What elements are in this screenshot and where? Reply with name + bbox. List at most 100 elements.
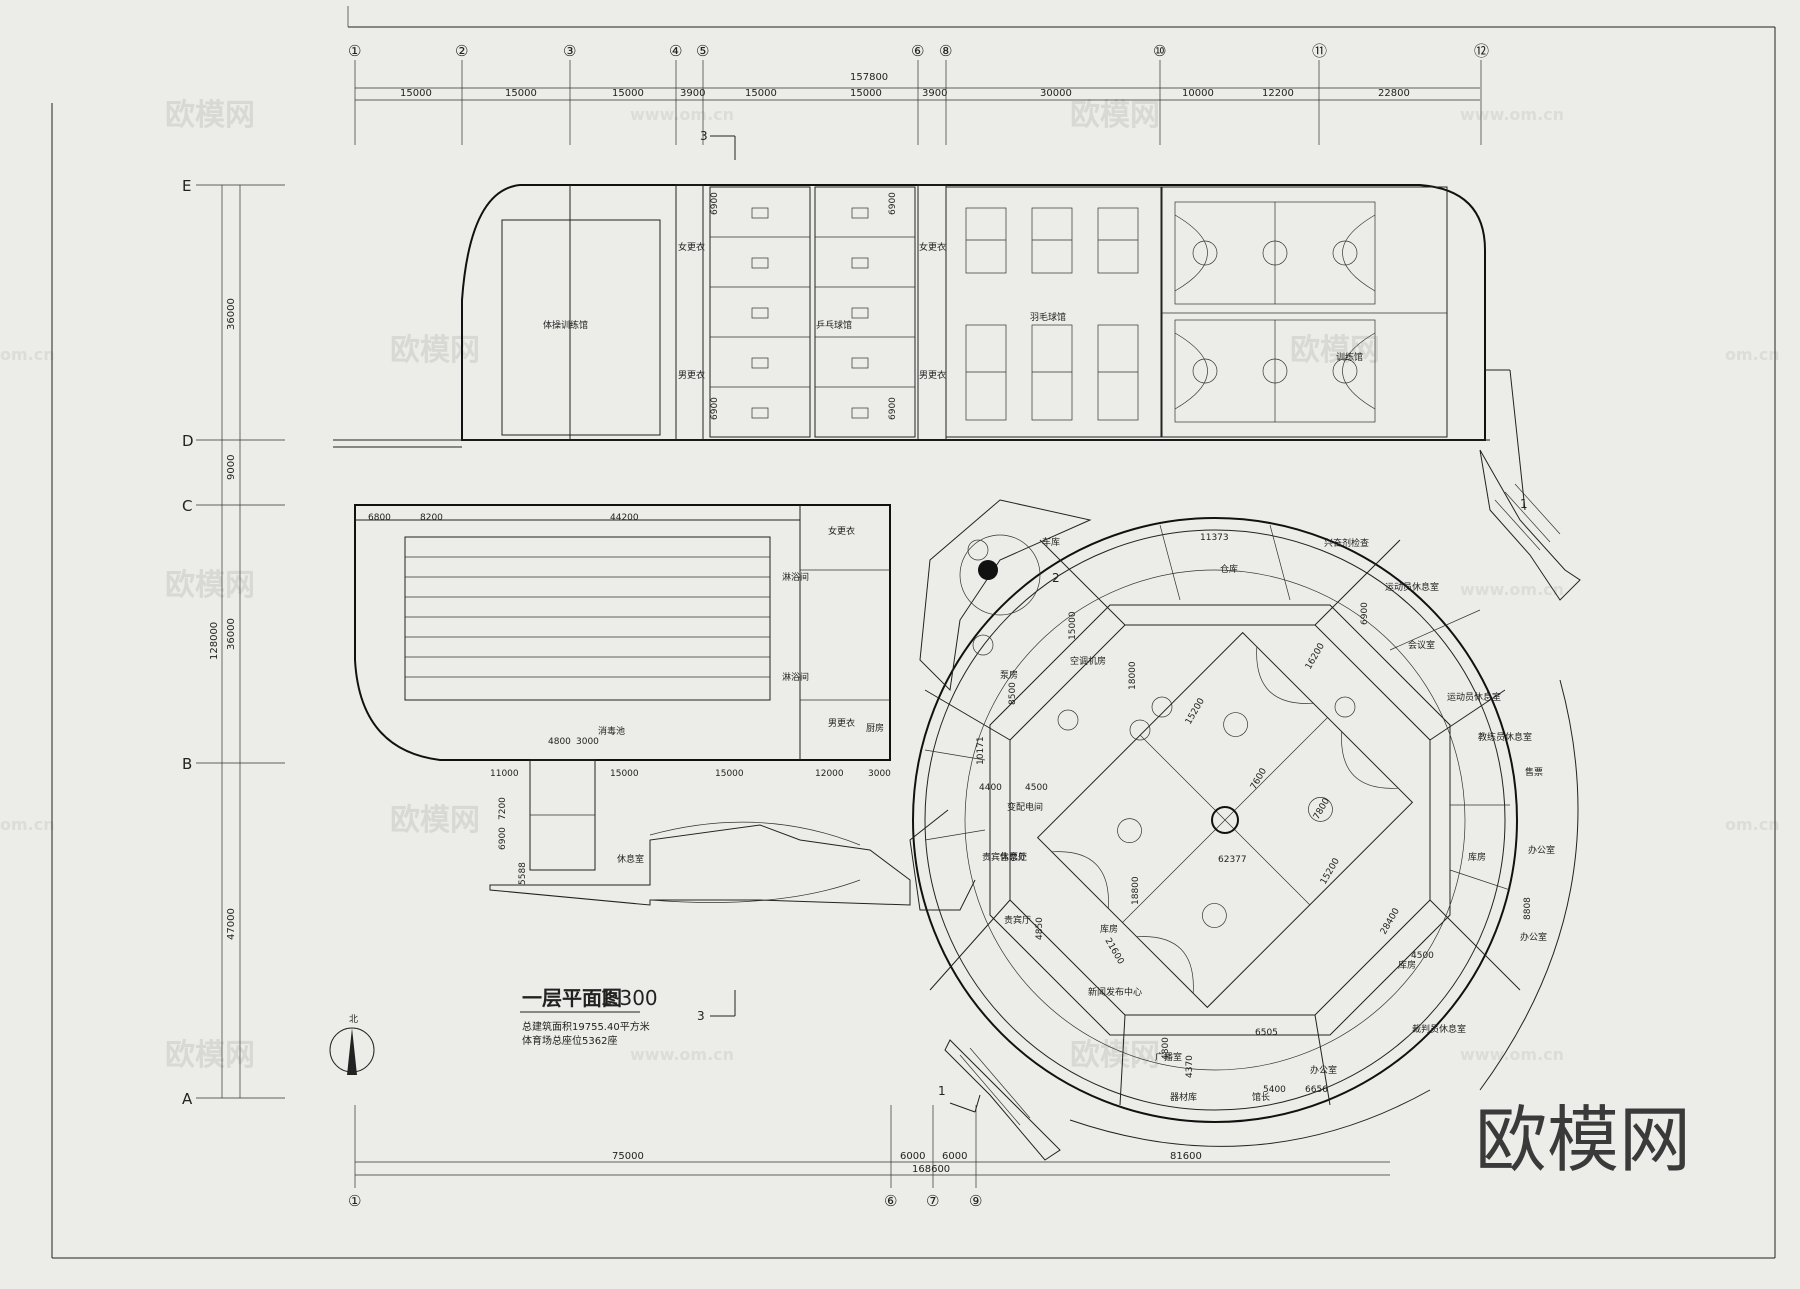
dim-label: 22800 bbox=[1378, 88, 1410, 99]
room-label: 淋浴间 bbox=[782, 671, 809, 683]
room-label: 羽毛球馆 bbox=[1030, 311, 1066, 323]
section-mark: 1 bbox=[938, 1084, 946, 1098]
axis-bubble: ⑥ bbox=[911, 42, 924, 60]
dim-label: 6505 bbox=[1255, 1028, 1278, 1038]
dim-label: 15000 bbox=[505, 88, 537, 99]
dim-label: 3000 bbox=[868, 769, 891, 779]
room-label: 男更衣 bbox=[828, 717, 855, 729]
room-label: 运动员休息室 bbox=[1447, 691, 1501, 703]
watermark: 欧模网 bbox=[1290, 333, 1380, 368]
dim-label: 18000 bbox=[1128, 661, 1138, 690]
dim-label: 15000 bbox=[400, 88, 432, 99]
section-mark: 2 bbox=[1052, 571, 1060, 585]
dim-label: 4800 bbox=[1161, 1037, 1171, 1060]
watermark-url: om.cn bbox=[0, 345, 55, 364]
room-label: 售票处 bbox=[1000, 851, 1027, 863]
dim-label: 10000 bbox=[1182, 88, 1214, 99]
watermark-url: om.cn bbox=[1725, 815, 1780, 834]
room-label: 售票 bbox=[1525, 766, 1543, 778]
axis-bubble: ⑤ bbox=[696, 42, 709, 60]
axis-bubble: ⑨ bbox=[969, 1192, 982, 1210]
dim-label: 4500 bbox=[1025, 783, 1048, 793]
room-label: 贵宾休息厅 bbox=[982, 851, 1027, 863]
dim-label: 47000 bbox=[226, 908, 237, 940]
watermark: 欧模网 bbox=[165, 98, 255, 133]
room-label: 淋浴间 bbox=[782, 571, 809, 583]
axis-bubble: ① bbox=[348, 1192, 361, 1210]
room-label: 办公室 bbox=[1520, 931, 1547, 943]
dim-label: 3900 bbox=[922, 88, 947, 99]
room-label: 厨房 bbox=[866, 722, 884, 734]
section-marks: 3 3 1 1 2 bbox=[697, 129, 1528, 1113]
north-label: 北 bbox=[349, 1014, 358, 1025]
axis-bubble: ⑧ bbox=[939, 42, 952, 60]
axis-bubble: ⑥ bbox=[884, 1192, 897, 1210]
watermark-url: www.om.cn bbox=[1460, 1045, 1564, 1064]
dim-label: 18800 bbox=[1131, 876, 1141, 905]
dim-label: 30000 bbox=[1040, 88, 1072, 99]
room-label: 新闻发布中心 bbox=[1088, 986, 1142, 998]
axis-bubble: C bbox=[182, 497, 192, 515]
room-label: 馆长 bbox=[1252, 1091, 1270, 1103]
axis-bubble: ① bbox=[348, 42, 361, 60]
dim-label: 6800 bbox=[368, 513, 391, 523]
dim-label: 9000 bbox=[226, 455, 237, 480]
room-label: 乒乓球馆 bbox=[816, 319, 852, 331]
axis-bubble: ④ bbox=[669, 42, 682, 60]
dim-label: 168600 bbox=[912, 1164, 950, 1175]
top-axis: ① ② ③ ④ ⑤ ⑥ ⑧ ⑩ ⑪ ⑫ 157800 15000 15000 1… bbox=[348, 42, 1489, 145]
dim-label: 6000 bbox=[900, 1151, 925, 1162]
watermark-url: om.cn bbox=[0, 815, 55, 834]
pool-wing: 女更衣 男更衣 淋浴间 淋浴间 消毒池 6800 8200 44200 1100… bbox=[354, 504, 891, 779]
north-arrow: 北 bbox=[329, 1014, 375, 1075]
room-label: 变配电间 bbox=[1007, 801, 1043, 813]
dim-label: 7200 bbox=[498, 797, 508, 820]
room-label: 女更衣 bbox=[828, 525, 855, 537]
title-block: 一层平面图 1:300 总建筑面积19755.40平方米 体育场总座位5362座 bbox=[520, 986, 658, 1047]
watermarks: 欧模网 www.om.cn 欧模网 欧模网 om.cn om.cn 欧模网 ww… bbox=[0, 98, 1780, 1073]
dim-label: 36000 bbox=[226, 618, 237, 650]
axis-bubble: ⑪ bbox=[1312, 42, 1327, 60]
dim-label: 4500 bbox=[1411, 951, 1434, 961]
dim-label: 10171 bbox=[976, 736, 986, 765]
brand-logo: 欧模网 bbox=[1475, 1098, 1691, 1182]
dim-label: 128000 bbox=[209, 622, 220, 660]
south-annex: 休息室 7200 6900 5588 bbox=[489, 759, 911, 906]
stairs bbox=[944, 369, 1581, 1161]
room-label: 仓库 bbox=[1220, 563, 1238, 575]
section-mark: 3 bbox=[697, 1009, 705, 1023]
axis-bubble: ② bbox=[455, 42, 468, 60]
dim-label: 6900 bbox=[888, 192, 898, 215]
dim-label: 11000 bbox=[490, 769, 519, 779]
room-label: 库房 bbox=[1468, 851, 1486, 863]
stadium-entrance: 车库 售票处 bbox=[909, 499, 1092, 911]
room-label: 会议室 bbox=[1408, 639, 1435, 651]
axis-bubble: ⑩ bbox=[1153, 42, 1166, 60]
dim-label: 4850 bbox=[1035, 917, 1045, 940]
dim-label: 12200 bbox=[1262, 88, 1294, 99]
dim-label: 75000 bbox=[612, 1151, 644, 1162]
room-label: 器材库 bbox=[1170, 1091, 1197, 1103]
dim-label: 3900 bbox=[680, 88, 705, 99]
dim-label: 8200 bbox=[420, 513, 443, 523]
room-label: 库房 bbox=[1100, 923, 1118, 935]
dim-label: 15000 bbox=[850, 88, 882, 99]
drawing-scale: 1:300 bbox=[600, 986, 658, 1010]
room-label: 办公室 bbox=[1310, 1064, 1337, 1076]
dim-label: 15000 bbox=[715, 769, 744, 779]
dim-label: 8808 bbox=[1523, 897, 1533, 920]
watermark-url: www.om.cn bbox=[1460, 105, 1564, 124]
axis-bubble: ⑦ bbox=[926, 1192, 939, 1210]
axis-bubble: A bbox=[182, 1090, 193, 1108]
note-area: 总建筑面积19755.40平方米 bbox=[522, 1020, 650, 1033]
dim-label: 15000 bbox=[1068, 611, 1078, 640]
room-label: 体操训练馆 bbox=[543, 319, 588, 331]
watermark: 欧模网 bbox=[390, 803, 480, 838]
room-label: 训练馆 bbox=[1336, 351, 1363, 363]
dim-label: 157800 bbox=[850, 72, 888, 83]
north-wing: 体操训练馆 女更衣 男更衣 女更衣 男更衣 乒乓球馆 bbox=[333, 184, 1490, 448]
room-label: 休息室 bbox=[617, 853, 644, 865]
section-mark: 3 bbox=[700, 129, 708, 143]
dim-label: 6656 bbox=[1305, 1085, 1328, 1095]
